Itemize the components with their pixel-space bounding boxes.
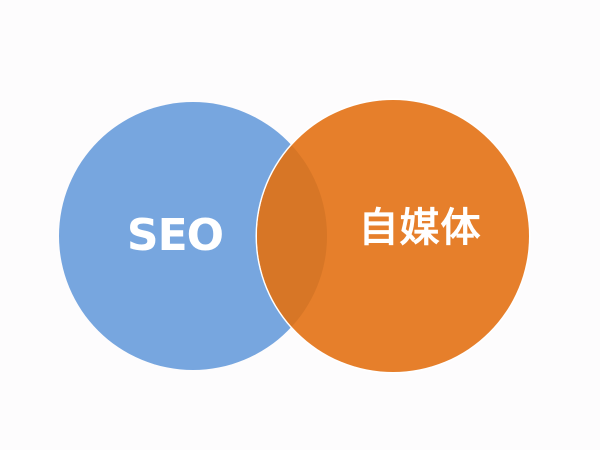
seo-label: SEO — [126, 210, 224, 261]
seo-circle — [59, 102, 327, 370]
media-circle — [257, 100, 529, 372]
self-media-label: 自媒体 — [358, 205, 482, 251]
